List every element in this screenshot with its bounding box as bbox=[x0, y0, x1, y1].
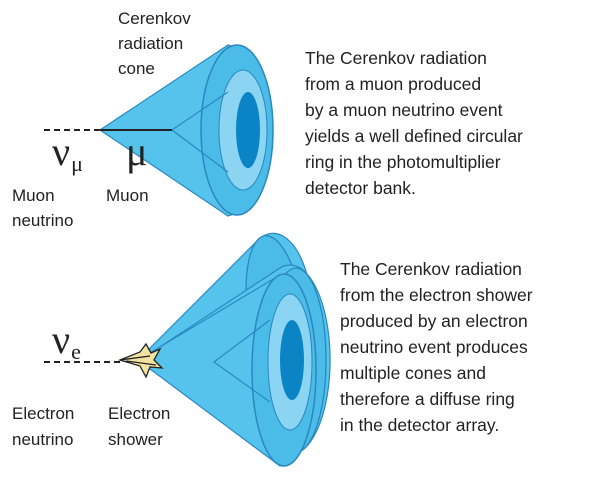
electron-neutrino-symbol: νe bbox=[52, 316, 81, 364]
muon-label: Muon bbox=[106, 186, 149, 205]
muon-description-line: from a muon produced bbox=[305, 74, 482, 94]
electron-description-line: The Cerenkov radiation bbox=[340, 259, 522, 279]
nu-e-subscript: e bbox=[71, 339, 81, 364]
electron-shower-label-line-2: shower bbox=[108, 430, 163, 449]
cone-label-line-1: Cerenkov bbox=[118, 9, 191, 28]
electron-ring-center bbox=[280, 320, 304, 400]
electron-description-line: produced by an electron bbox=[340, 311, 528, 331]
muon-description-line: yields a well defined circular bbox=[305, 126, 523, 146]
electron-description-line: multiple cones and bbox=[340, 363, 486, 383]
muon-description-line: by a muon neutrino event bbox=[305, 100, 503, 120]
electron-description-line: from the electron shower bbox=[340, 285, 533, 305]
electron-shower bbox=[118, 342, 164, 379]
electron-neutrino-label-line-2: neutrino bbox=[12, 430, 74, 449]
nu-e-base: ν bbox=[52, 317, 71, 362]
muon-description-line: ring in the photomultiplier bbox=[305, 152, 501, 172]
electron-description-line: therefore a diffuse ring bbox=[340, 389, 515, 409]
muon-neutrino-label-line-2: neutrino bbox=[12, 211, 74, 230]
muon-neutrino-label-line-1: Muon bbox=[12, 186, 55, 205]
muon-description-line: detector bank. bbox=[305, 178, 416, 198]
electron-description-line: in the detector array. bbox=[340, 415, 500, 435]
nu-mu-subscript: μ bbox=[71, 151, 83, 176]
muon-neutrino-symbol: νμ bbox=[52, 128, 83, 176]
muon-ring-center bbox=[236, 92, 260, 168]
muon-symbol: μ bbox=[126, 128, 147, 175]
electron-neutrino-label-line-1: Electron bbox=[12, 404, 75, 423]
cone-label-line-2: radiation bbox=[118, 34, 184, 53]
muon-cone-group bbox=[44, 44, 274, 217]
electron-cone-inner-lines bbox=[212, 319, 271, 403]
electron-cone-group bbox=[44, 232, 331, 467]
electron-shower-label-line-1: Electron bbox=[108, 404, 171, 423]
cone-label-line-3: cone bbox=[118, 59, 155, 78]
muon-description-line: The Cerenkov radiation bbox=[305, 48, 487, 68]
nu-mu-base: ν bbox=[52, 129, 71, 174]
mu-base: μ bbox=[126, 129, 148, 174]
electron-description-line: neutrino event produces bbox=[340, 337, 528, 357]
